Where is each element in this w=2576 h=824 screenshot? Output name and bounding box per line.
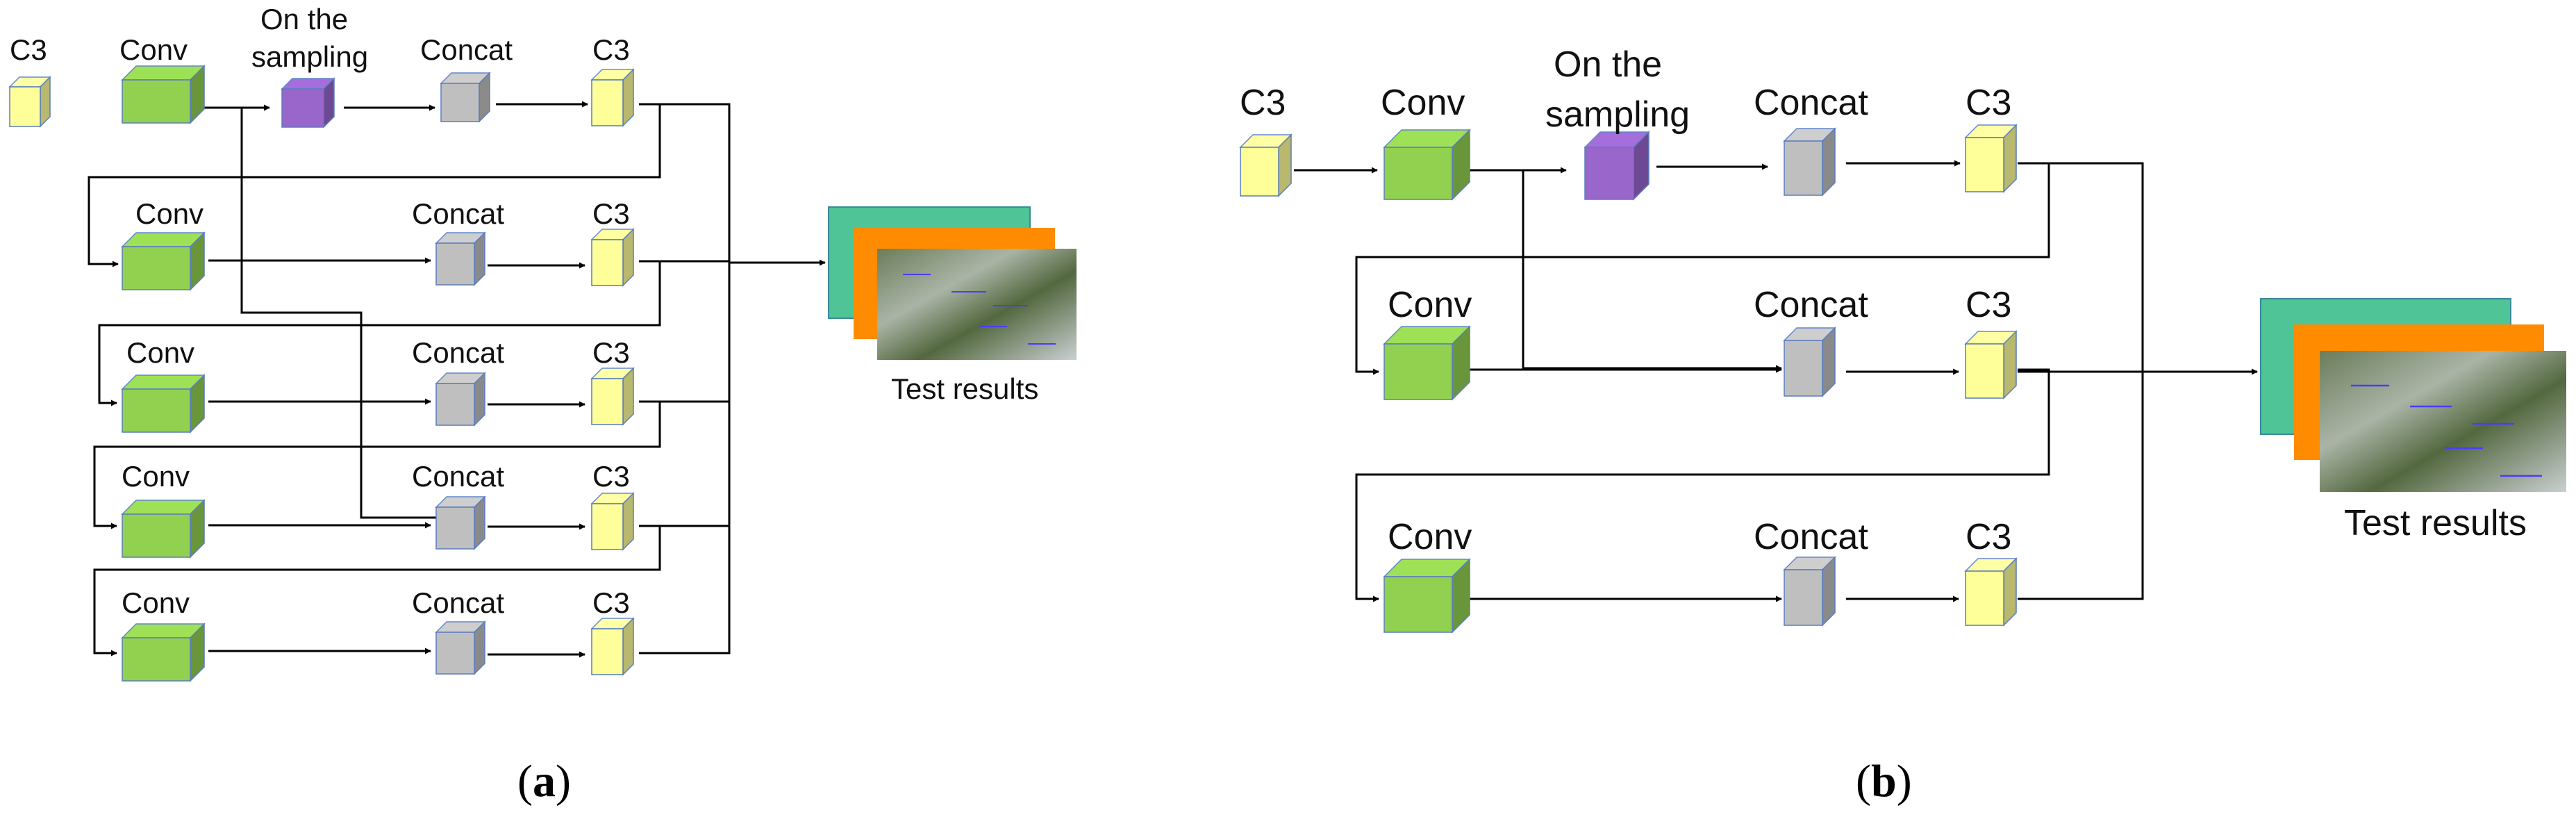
label-sampling-line1: On the [1554, 44, 1662, 85]
c3-block [8, 76, 51, 128]
concat-block [440, 72, 491, 123]
test-result-image [877, 249, 1077, 360]
c3-block [590, 492, 635, 551]
c3-block [590, 367, 635, 426]
label-c3: C3 [592, 336, 630, 369]
panel-b-caption: (b) [1856, 756, 1912, 807]
label-c3: C3 [10, 33, 47, 66]
block-labels: C3 Conv On the sampling Concat C3 Conv C… [1240, 44, 2011, 557]
conv-block [121, 231, 206, 291]
label-c3: C3 [592, 197, 630, 230]
label-concat: Concat [420, 33, 513, 66]
conv-block [1383, 129, 1471, 201]
label-concat: Concat [1754, 83, 1868, 123]
concat-block [435, 231, 486, 286]
label-conv: Conv [126, 336, 194, 369]
connector-lines [25, 101, 826, 658]
arrow [1469, 169, 1782, 372]
conv-block [1383, 325, 1471, 401]
concat-block [1783, 127, 1836, 197]
label-concat: Concat [1754, 517, 1868, 557]
panel-a-caption: (a) [517, 756, 571, 807]
label-conv: Conv [122, 586, 190, 619]
label-c3: C3 [592, 33, 630, 66]
conv-block [121, 374, 206, 434]
label-c3: C3 [592, 586, 630, 619]
test-results-label: Test results [891, 372, 1038, 405]
c3-block [1239, 133, 1293, 197]
label-sampling-line2: sampling [251, 40, 368, 73]
label-conv: Conv [1381, 83, 1465, 123]
c3-block [590, 617, 635, 676]
label-sampling-line1: On the [260, 3, 348, 35]
blocks [1239, 124, 2018, 634]
concat-block [1783, 327, 1836, 397]
label-concat: Concat [412, 336, 504, 369]
sampling-block [281, 77, 335, 129]
panel-a: C3 Conv On the sampling Concat C3 Conv C… [8, 3, 1077, 807]
test-results-label: Test results [2344, 503, 2527, 543]
label-sampling-line2: sampling [1545, 94, 1690, 135]
label-c3: C3 [1240, 83, 1286, 123]
connector-lines [1294, 160, 2258, 602]
label-c3: C3 [1966, 517, 2011, 557]
label-c3: C3 [1966, 83, 2011, 123]
concat-block [1783, 556, 1836, 627]
conv-block [1383, 558, 1471, 634]
label-c3: C3 [1966, 285, 2011, 325]
label-concat: Concat [412, 460, 504, 493]
c3-block [1964, 124, 2018, 193]
test-result-image [2320, 351, 2566, 492]
connector-line [639, 103, 731, 654]
connector-line [2018, 162, 2144, 600]
c3-block [590, 68, 635, 127]
test-results-stack: Test results [828, 206, 1077, 405]
label-concat: Concat [412, 197, 504, 230]
arrow [1355, 368, 2050, 602]
label-c3: C3 [592, 460, 630, 493]
concat-block [435, 372, 486, 427]
concat-block [435, 495, 486, 550]
conv-block [121, 65, 206, 124]
block-labels: C3 Conv On the sampling Concat C3 Conv C… [10, 3, 630, 619]
c3-block [1964, 330, 2018, 399]
test-results-stack: Test results [2260, 298, 2566, 543]
label-conv: Conv [119, 33, 188, 66]
label-concat: Concat [412, 586, 504, 619]
c3-block [1964, 557, 2018, 627]
panel-b: C3 Conv On the sampling Concat C3 Conv C… [1239, 44, 2566, 807]
blocks [8, 65, 635, 682]
conv-block [121, 499, 206, 559]
arrow [193, 106, 445, 521]
sampling-block [1584, 131, 1650, 201]
conv-block [121, 623, 206, 682]
label-conv: Conv [1388, 285, 1472, 325]
label-conv: Conv [1388, 517, 1472, 557]
label-conv: Conv [122, 460, 190, 493]
concat-block [435, 620, 486, 675]
label-concat: Concat [1754, 285, 1868, 325]
c3-block [590, 228, 635, 287]
label-conv: Conv [135, 197, 203, 230]
